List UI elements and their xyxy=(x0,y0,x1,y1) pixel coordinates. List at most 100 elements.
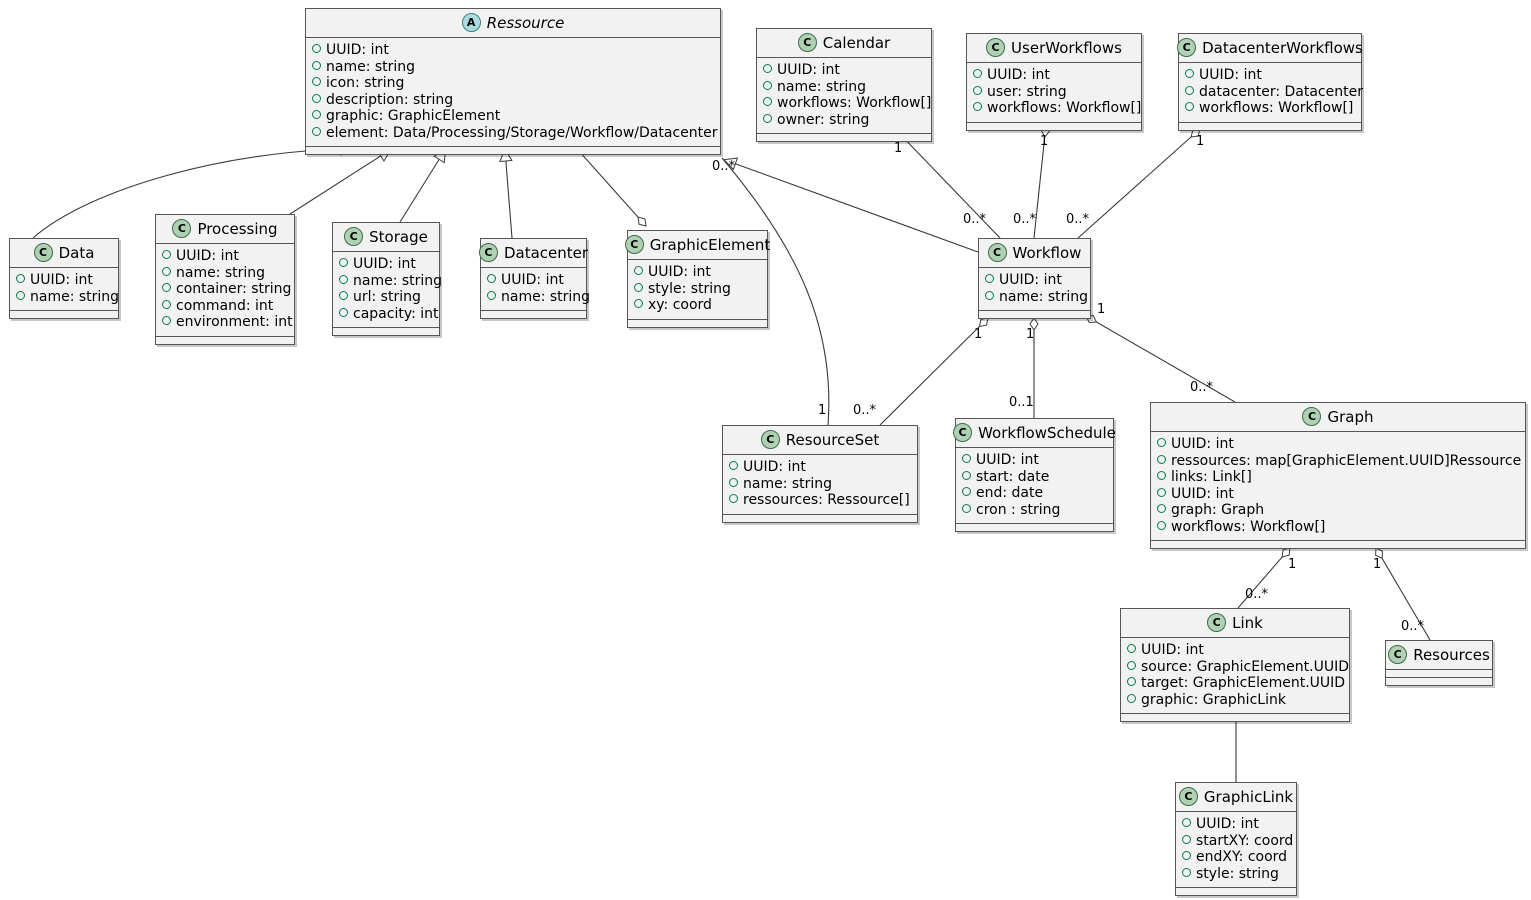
attribute-row: ressources: Ressource[] xyxy=(729,492,911,509)
visibility-public-icon xyxy=(985,274,994,283)
attribute-row: style: string xyxy=(1182,866,1290,883)
class-methods-userworkflows xyxy=(967,122,1141,130)
attribute-row: datacenter: Datacenter xyxy=(1185,84,1363,101)
attribute-row: workflows: Workflow[] xyxy=(973,100,1141,117)
visibility-public-icon xyxy=(162,316,171,325)
multiplicity-label: 1 xyxy=(1026,327,1035,342)
visibility-public-icon xyxy=(339,291,348,300)
class-methods-workflowschedule xyxy=(956,524,1113,531)
attribute-label: UUID: int xyxy=(30,272,93,288)
class-icon: C xyxy=(478,243,498,262)
multiplicity-label: 0..* xyxy=(1401,619,1425,634)
attribute-label: workflows: Workflow[] xyxy=(987,100,1142,116)
class-icon: C xyxy=(953,423,973,442)
attribute-label: graphic: GraphicLink xyxy=(1141,691,1286,708)
visibility-public-icon xyxy=(312,93,321,103)
attribute-row: UUID: int xyxy=(729,459,911,476)
attribute-label: source: GraphicElement.UUID xyxy=(1141,658,1350,675)
visibility-public-icon xyxy=(1127,644,1136,653)
visibility-public-icon xyxy=(487,274,496,283)
attribute-row: environment: int xyxy=(162,314,293,331)
visibility-public-icon xyxy=(312,77,321,86)
visibility-public-icon xyxy=(729,477,738,487)
multiplicity-label: 1 xyxy=(1040,134,1049,149)
attribute-row: workflows: Workflow[] xyxy=(1185,100,1355,117)
attribute-label: name: string xyxy=(30,288,120,305)
attribute-row: name: string xyxy=(985,289,1088,306)
edge-datacenter-to-ressource xyxy=(505,150,512,239)
multiplicity-label: 0..* xyxy=(1245,587,1269,602)
attribute-row: UUID: int xyxy=(339,256,433,273)
visibility-public-icon xyxy=(729,461,738,470)
visibility-public-icon xyxy=(1182,851,1191,860)
attribute-row: startXY: coord xyxy=(1182,833,1293,850)
visibility-public-icon xyxy=(162,299,171,309)
visibility-public-icon xyxy=(1127,693,1136,703)
attribute-row: description: string xyxy=(312,92,714,109)
attribute-row: name: string xyxy=(162,265,288,282)
attribute-row: target: GraphicElement.UUID xyxy=(1127,675,1345,692)
edge-processing-to-ressource xyxy=(289,150,390,215)
multiplicity-label: 1 xyxy=(1097,302,1106,317)
class-name-data: Data xyxy=(58,243,95,262)
class-name-datacenterworkflows: DatacenterWorkflows xyxy=(1202,38,1363,57)
visibility-public-icon xyxy=(1157,504,1166,513)
attribute-label: name: string xyxy=(501,288,591,305)
edge-workflow-to-resourceset xyxy=(879,317,989,426)
attribute-label: element: Data/Processing/Storage/Workflo… xyxy=(326,124,718,141)
class-methods-data xyxy=(10,311,118,318)
attribute-label: name: string xyxy=(777,78,867,95)
class-icon: C xyxy=(797,33,817,52)
visibility-public-icon xyxy=(973,69,982,78)
attribute-row: capacity: int xyxy=(339,306,439,323)
attribute-label: graph: Graph xyxy=(1171,502,1265,518)
attribute-label: name: string xyxy=(999,288,1089,305)
attribute-label: workflows: Workflow[] xyxy=(1171,518,1326,535)
visibility-public-icon xyxy=(1157,520,1166,530)
attribute-label: container: string xyxy=(176,281,292,297)
class-name-graph: Graph xyxy=(1327,407,1374,426)
attribute-row: endXY: coord xyxy=(1182,849,1290,866)
visibility-public-icon xyxy=(162,283,171,292)
multiplicity-label: 1 xyxy=(818,403,827,418)
attribute-label: owner: string xyxy=(777,111,870,128)
class-methods-workflow xyxy=(979,311,1090,318)
attribute-label: UUID: int xyxy=(743,459,806,475)
multiplicity-label: 0..* xyxy=(1066,212,1090,227)
attribute-label: style: string xyxy=(1196,865,1279,882)
visibility-public-icon xyxy=(634,299,643,308)
class-methods-storage xyxy=(333,328,439,335)
visibility-public-icon xyxy=(312,60,321,70)
visibility-public-icon xyxy=(1157,471,1166,480)
multiplicity-label: 1 xyxy=(1288,557,1297,572)
edge-datacenterworkflows-to-workflow xyxy=(1077,128,1201,239)
multiplicity-label: 0..* xyxy=(1190,380,1214,395)
attribute-label: cron : string xyxy=(976,501,1061,518)
visibility-public-icon xyxy=(16,274,25,283)
